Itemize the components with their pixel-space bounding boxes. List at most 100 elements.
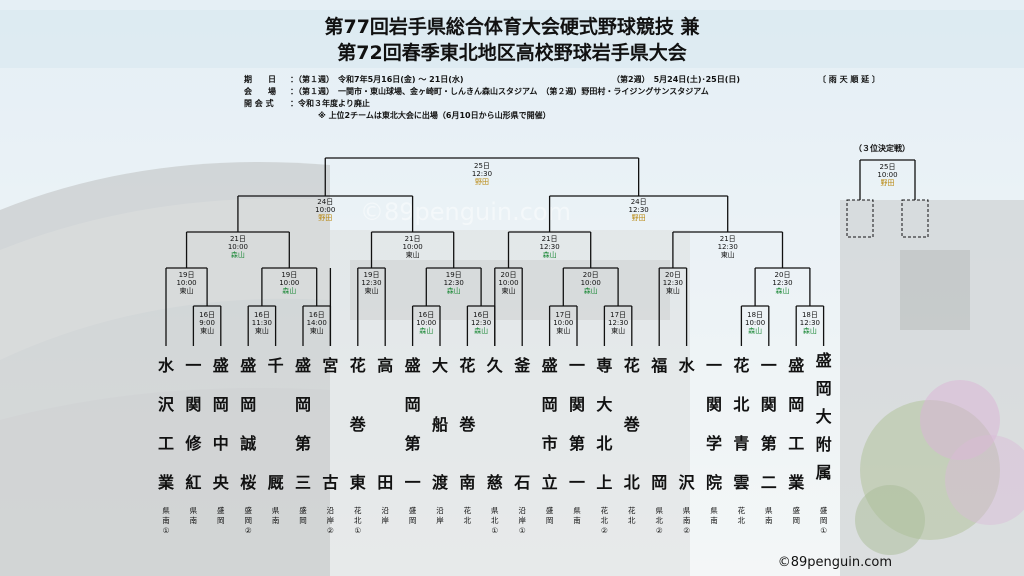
team-11-region-1: 沿 <box>436 506 444 515</box>
team-8-region-3: ① <box>354 526 361 535</box>
team-15-char-4: 立 <box>542 473 558 492</box>
first-round-game-2-venue: 東山 <box>255 326 269 335</box>
first-round-game-6-date: 17日 <box>555 311 571 319</box>
team-25-char-4: 附 <box>816 435 832 454</box>
round16-game-8-date: 20日 <box>775 271 791 279</box>
final-game-date: 25日 <box>474 162 490 170</box>
quarter-game-3-venue: 森山 <box>543 250 557 259</box>
team-1-char-2: 沢 <box>158 395 175 414</box>
team-21-char-4: 院 <box>706 473 722 492</box>
first-round-game-8-venue: 森山 <box>748 326 762 335</box>
team-3-region-2: 岡 <box>217 516 225 525</box>
round16-game-3-venue: 東山 <box>365 286 379 295</box>
first-round-game-1-venue: 東山 <box>200 326 214 335</box>
watermark: ©89penguin.com <box>360 198 571 226</box>
team-11-char-1: 大 <box>432 356 448 375</box>
team-18-char-1: 花 <box>624 356 640 375</box>
team-6-char-4: 三 <box>295 473 311 492</box>
round16-game-1-time: 10:00 <box>176 279 196 287</box>
team-14-region-2: 岸 <box>518 516 526 525</box>
round16-game-5-time: 10:00 <box>498 279 518 287</box>
team-13-region-3: ① <box>491 526 498 535</box>
team-16-char-3: 第 <box>569 434 585 453</box>
first-round-game-9-date: 18日 <box>802 311 818 319</box>
quarter-game-3-time: 12:30 <box>540 243 560 251</box>
team-10-char-2: 岡 <box>405 395 421 414</box>
team-22-region-2: 北 <box>738 516 746 525</box>
quarter-game-2-time: 10:00 <box>403 243 423 251</box>
team-11-char-2: 船 <box>432 415 448 434</box>
team-14-region-3: ① <box>519 526 526 535</box>
team-5-region-2: 南 <box>272 515 280 525</box>
team-8-char-3: 東 <box>350 473 366 492</box>
team-24-char-1: 盛 <box>788 356 804 375</box>
team-20-char-2: 沢 <box>679 473 696 492</box>
team-6-char-2: 岡 <box>295 395 311 414</box>
first-round-game-8-time: 10:00 <box>745 319 765 327</box>
team-15-char-3: 市 <box>542 434 558 453</box>
team-2-char-3: 修 <box>184 434 202 453</box>
first-round-game-7-venue: 東山 <box>611 326 625 335</box>
team-23-char-2: 関 <box>761 395 777 414</box>
team-24-char-2: 岡 <box>788 395 804 414</box>
schedule-rain: 〔 雨 天 順 延 〕 <box>818 75 880 84</box>
third-place-slot-1 <box>846 199 874 238</box>
team-17-char-1: 専 <box>596 356 612 375</box>
quarter-game-4-date: 21日 <box>720 235 736 243</box>
team-13-region-1: 県 <box>491 506 499 515</box>
copyright: ©89penguin.com <box>777 555 892 570</box>
team-11-region-2: 岸 <box>436 516 444 525</box>
round16-game-1-venue: 東山 <box>180 286 194 295</box>
schedule-week2: （第2週） 5月24日(土)･25日(日) <box>612 75 741 84</box>
team-14-char-2: 石 <box>513 473 530 492</box>
team-24-char-4: 業 <box>787 473 805 492</box>
round16-game-3-date: 19日 <box>364 271 380 279</box>
first-round-game-4-date: 16日 <box>418 311 434 319</box>
team-4-char-4: 桜 <box>240 473 256 492</box>
first-round-game-6-time: 10:00 <box>553 319 573 327</box>
round16-game-7-venue: 東山 <box>666 286 680 295</box>
team-14-char-1: 釜 <box>513 356 531 375</box>
team-10-region-2: 岡 <box>409 516 417 525</box>
final-game-time: 12:30 <box>472 170 492 178</box>
round16-game-6-venue: 森山 <box>584 286 598 295</box>
team-21-char-1: 一 <box>706 356 722 375</box>
first-round-game-3-venue: 東山 <box>310 326 324 335</box>
first-round-game-7-date: 17日 <box>610 311 626 319</box>
first-round-game-5-date: 16日 <box>473 311 489 319</box>
title-band <box>0 10 1024 68</box>
team-2-char-2: 関 <box>185 395 201 414</box>
team-4-region-1: 盛 <box>244 505 252 515</box>
final-game-venue: 野田 <box>475 178 489 186</box>
team-20-region-3: ② <box>683 526 690 535</box>
team-23-region-1: 県 <box>765 506 773 515</box>
team-3-char-3: 中 <box>213 434 229 453</box>
first-round-game-3-date: 16日 <box>309 311 325 319</box>
team-11-char-3: 渡 <box>432 473 449 492</box>
semi-game-1-time: 10:00 <box>315 206 335 214</box>
title-line-2: 第72回春季東北地区高校野球岩手県大会 <box>337 42 687 64</box>
team-9-region-1: 沿 <box>381 506 389 515</box>
ceremony-text: ：令和３年度より廃止 <box>290 99 370 108</box>
team-6-region-1: 盛 <box>299 505 307 515</box>
team-5-char-2: 厩 <box>268 473 284 492</box>
round16-game-2-date: 19日 <box>281 271 297 279</box>
semi-game-2-date: 24日 <box>631 198 647 206</box>
team-5-region-1: 県 <box>272 506 280 515</box>
team-7-char-1: 宮 <box>322 356 338 375</box>
schedule-label: 期 日 <box>244 75 276 84</box>
team-12-char-1: 花 <box>459 356 475 375</box>
team-12-char-3: 南 <box>459 473 475 492</box>
team-3-char-4: 央 <box>213 473 230 492</box>
round16-game-7-date: 20日 <box>665 271 681 279</box>
quarter-game-4-venue: 東山 <box>721 250 735 259</box>
team-24-region-1: 盛 <box>792 505 800 515</box>
team-12-region-2: 北 <box>464 516 472 525</box>
team-12-char-2: 巻 <box>458 415 476 434</box>
team-1-char-4: 業 <box>157 473 175 492</box>
team-16-char-1: 一 <box>569 356 585 375</box>
team-10-region-1: 盛 <box>409 505 417 515</box>
team-13-char-2: 慈 <box>487 473 503 492</box>
schedule-week1: ：（第１週） 令和7年5月16日(金) ～ 21日(水) <box>290 75 464 84</box>
